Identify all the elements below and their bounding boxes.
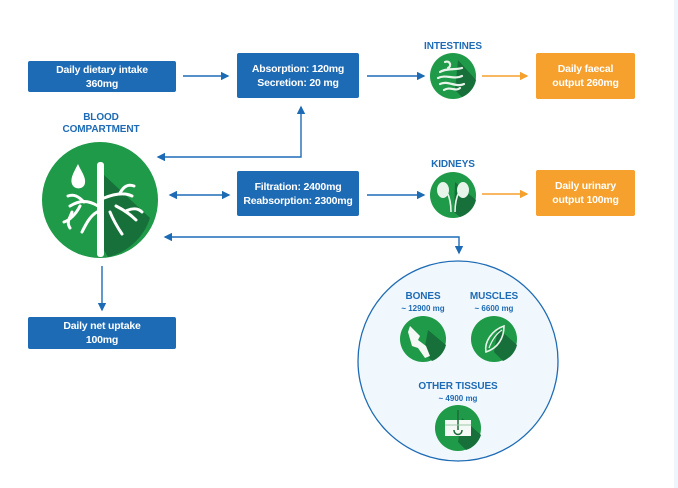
gut-exchange-box: Absorption: 120mg Secretion: 20 mg [237,53,359,98]
net-uptake-line1: Daily net uptake [63,320,141,332]
muscles-amount: ~ 6600 mg [474,304,514,313]
bones-amount: ~ 12900 mg [401,304,445,313]
skin-tissue-icon [435,405,481,451]
reabsorption-text: Reabsorption: 2300mg [243,194,353,207]
faecal-output-box: Daily faecal output 260mg [536,53,635,99]
muscle-icon [471,316,517,362]
bone-joint-icon [400,316,446,362]
net-uptake-line2: 100mg [85,334,119,346]
tissue-pool-circle [357,260,559,462]
arrow-blood-to-pool [163,232,464,255]
kidneys-label: KIDNEYS [431,159,475,170]
bones-label: BONES [405,291,441,302]
muscles-label: MUSCLES [469,291,519,302]
kidneys-icon [430,172,476,218]
urinary-line2: output 100mg [552,194,619,206]
urinary-line1: Daily urinary [554,180,616,192]
dietary-intake-line1: Daily dietary intake [56,63,148,76]
arrow-blood-to-absorption [156,105,306,162]
other-tissues-label: OTHER TISSUES [418,381,498,392]
filtration-text: Filtration: 2400mg [254,180,342,193]
blood-vessel-icon [42,142,158,258]
intestines-icon [430,53,476,99]
dietary-intake-box: Daily dietary intake 360mg [28,61,176,92]
blood-compartment-label: BLOOD COMPARTMENT [48,112,154,136]
faecal-line1: Daily faecal [557,63,614,75]
net-uptake-box: Daily net uptake 100mg [28,317,176,349]
renal-exchange-box: Filtration: 2400mg Reabsorption: 2300mg [237,171,359,216]
edge-strip [674,0,678,488]
dietary-intake-line2: 360mg [85,77,119,90]
faecal-line2: output 260mg [552,77,619,89]
blood-label-line2: COMPARTMENT [62,124,140,135]
blood-label-line1: BLOOD [83,112,119,123]
secretion-text: Secretion: 20 mg [257,76,339,89]
other-tissues-amount: ~ 4900 mg [438,394,478,403]
intestines-label: INTESTINES [424,41,482,52]
urinary-output-box: Daily urinary output 100mg [536,170,635,216]
absorption-text: Absorption: 120mg [251,62,345,75]
